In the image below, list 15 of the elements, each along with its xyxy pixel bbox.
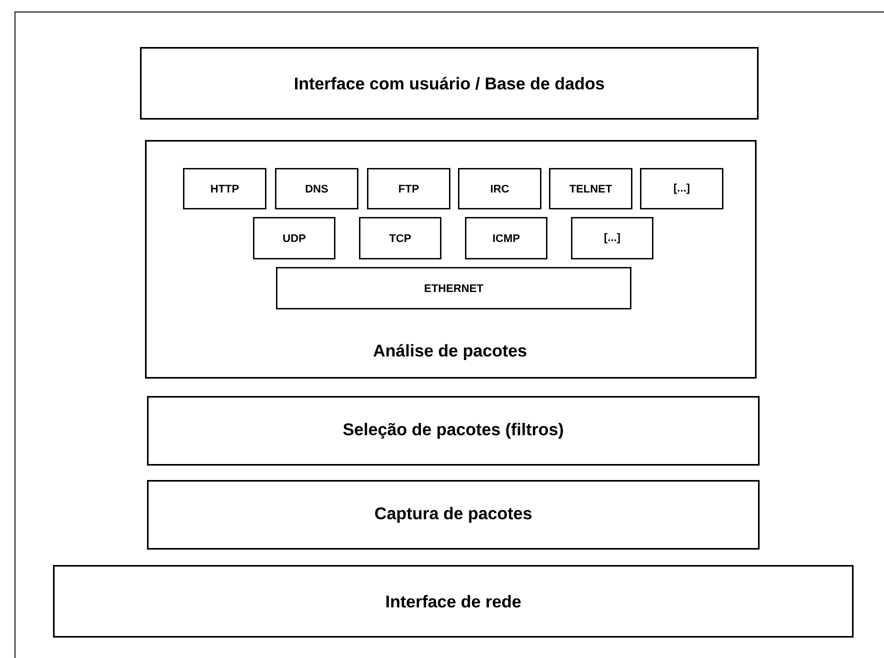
protocol-box: ETHERNET bbox=[276, 267, 632, 310]
protocol-box: ICMP bbox=[465, 217, 548, 260]
protocol-box: IRC bbox=[458, 168, 542, 210]
protocol-box: FTP bbox=[367, 168, 450, 210]
protocol-box: UDP bbox=[253, 217, 336, 260]
protocol-box: DNS bbox=[275, 168, 358, 210]
layer-box: Interface de rede bbox=[53, 565, 854, 638]
layer-box: Captura de pacotes bbox=[147, 480, 760, 550]
protocol-box: TCP bbox=[359, 217, 442, 260]
protocol-box: HTTP bbox=[183, 168, 266, 210]
layer-box: Seleção de pacotes (filtros) bbox=[147, 396, 760, 466]
layer-box: Interface com usuário / Base de dados bbox=[140, 47, 759, 120]
protocol-box: [...] bbox=[640, 168, 724, 210]
protocol-box: [...] bbox=[571, 217, 654, 260]
protocol-box: TELNET bbox=[549, 168, 632, 210]
